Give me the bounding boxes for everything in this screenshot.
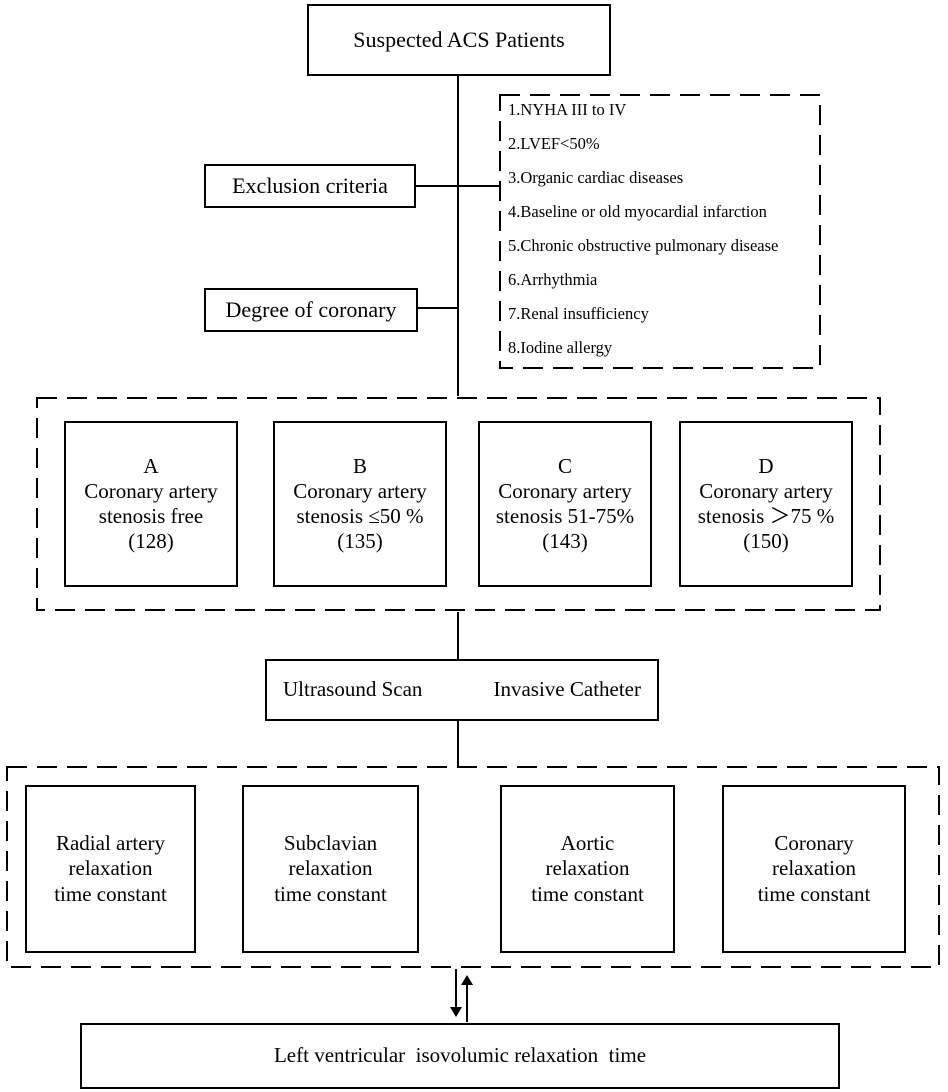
- group-line1: Coronary artery: [498, 478, 632, 503]
- measure-line3: time constant: [531, 881, 644, 906]
- criterion-item: 2.LVEF<50%: [508, 134, 600, 153]
- group-count: (143): [542, 529, 588, 554]
- subclavian-box: Subclavian relaxation time constant: [242, 785, 419, 953]
- group-d-box: D Coronary artery stenosis ＞75 % (150): [679, 421, 853, 587]
- ultrasound-scan-label: Ultrasound Scan: [283, 677, 423, 702]
- group-b-box: B Coronary artery stenosis ≤50 % (135): [273, 421, 447, 587]
- degree-label: Degree of coronary: [225, 296, 397, 322]
- group-letter: C: [557, 453, 572, 478]
- exclusion-criteria-box: Exclusion criteria: [204, 164, 416, 208]
- group-count: (135): [337, 529, 383, 554]
- group-line2: stenosis ＞75 %: [697, 504, 835, 528]
- measure-line1: Coronary: [774, 831, 854, 856]
- invasive-catheter-label: Invasive Catheter: [493, 677, 641, 702]
- group-line2: stenosis free: [98, 504, 204, 528]
- group-count: (150): [743, 529, 789, 554]
- criteria-frame: [499, 94, 821, 369]
- suspected-acs-patients-box: Suspected ACS Patients: [307, 4, 611, 76]
- measure-line2: relaxation: [772, 856, 856, 881]
- top-box-label: Suspected ACS Patients: [353, 26, 565, 52]
- criterion-item: 8.Iodine allergy: [508, 338, 613, 357]
- measure-line2: relaxation: [288, 856, 373, 881]
- group-count: (128): [128, 529, 174, 554]
- measure-line3: time constant: [757, 881, 871, 906]
- criterion-item: 6.Arrhythmia: [508, 270, 598, 289]
- criterion-item: 1.NYHA III to IV: [508, 100, 627, 119]
- group-line2: stenosis ≤50 %: [296, 504, 424, 528]
- measures-frame: [6, 766, 940, 968]
- measure-line3: time constant: [274, 881, 387, 906]
- aortic-box: Aortic relaxation time constant: [500, 785, 675, 953]
- group-letter: D: [758, 453, 774, 478]
- coronary-box: Coronary relaxation time constant: [722, 785, 906, 953]
- group-c-box: C Coronary artery stenosis 51-75% (143): [478, 421, 652, 587]
- measure-line1: Subclavian: [283, 831, 378, 856]
- bottom-box-label: Left ventricular isovolumic relaxation t…: [273, 1043, 647, 1068]
- methods-box: Ultrasound Scan Invasive Catheter: [265, 659, 659, 721]
- radial-artery-box: Radial artery relaxation time constant: [25, 785, 196, 953]
- measure-line2: relaxation: [68, 856, 153, 881]
- group-line1: Coronary artery: [84, 478, 218, 503]
- criterion-item: 5.Chronic obstructive pulmonary disease: [508, 236, 779, 255]
- measure-line1: Radial artery: [55, 831, 166, 856]
- measure-line1: Aortic: [560, 831, 615, 856]
- criterion-item: 4.Baseline or old myocardial infarction: [508, 202, 767, 221]
- group-letter: A: [143, 453, 159, 478]
- criterion-item: 3.Organic cardiac diseases: [508, 168, 684, 187]
- group-line2: stenosis 51-75%: [495, 504, 635, 528]
- measure-line2: relaxation: [545, 856, 630, 881]
- criterion-item: 7.Renal insufficiency: [508, 304, 649, 323]
- groups-frame: [36, 397, 881, 611]
- group-letter: B: [352, 453, 367, 478]
- exclusion-label: Exclusion criteria: [232, 172, 388, 198]
- group-line1: Coronary artery: [699, 478, 833, 503]
- group-a-box: A Coronary artery stenosis free (128): [64, 421, 238, 587]
- left-ventricular-irt-box: Left ventricular isovolumic relaxation t…: [80, 1023, 840, 1089]
- degree-of-coronary-box: Degree of coronary: [204, 288, 418, 332]
- measure-line3: time constant: [54, 881, 167, 906]
- group-line1: Coronary artery: [293, 478, 427, 503]
